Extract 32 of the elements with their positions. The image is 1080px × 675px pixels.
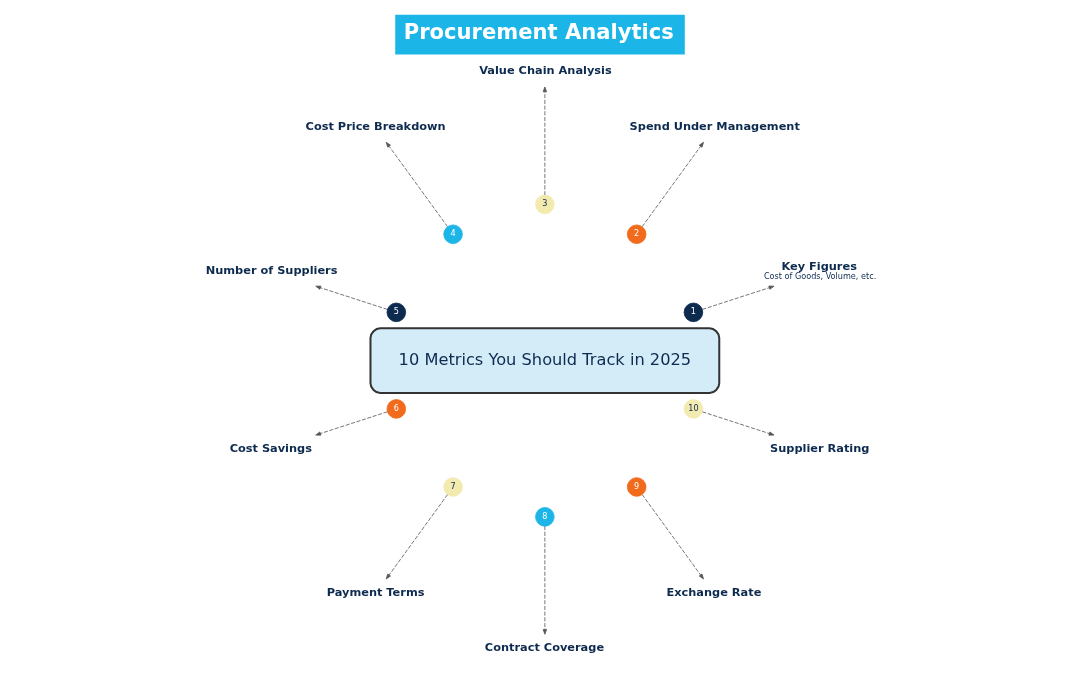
node-circle: 3 [535, 194, 555, 215]
node-circle: 8 [535, 507, 555, 527]
node-circle: 7 [443, 477, 463, 497]
arrow [315, 285, 388, 310]
node-text: Value Chain Analysis [479, 63, 612, 78]
arrow [702, 285, 775, 310]
arrow [385, 141, 448, 227]
node-circle: 6 [386, 399, 407, 419]
arrow [542, 525, 547, 635]
arrow [702, 411, 775, 436]
node-circle: 5 [386, 302, 407, 323]
arrow [315, 411, 388, 436]
arrow [542, 86, 547, 196]
arrow [641, 494, 704, 580]
arrow [641, 141, 704, 227]
node-circle: 4 [443, 224, 463, 244]
diagram-title: Procurement Analytics [403, 19, 674, 45]
node-circle: 1 [683, 302, 704, 323]
node-circle: 10 [683, 399, 704, 419]
node-circle: 9 [626, 477, 647, 497]
node-text: Number of Suppliers [205, 262, 338, 277]
node-text: Spend Under Management [629, 118, 800, 133]
node-text: Payment Terms [326, 585, 425, 600]
node-circle: 2 [626, 224, 647, 244]
node-text: Cost Savings [229, 440, 312, 455]
node-text: Exchange Rate [666, 585, 762, 600]
node-text: Cost Price Breakdown [305, 118, 446, 133]
node-text: Contract Coverage [484, 640, 605, 655]
node-text: Supplier Rating [770, 440, 870, 455]
node-box: 10 Metrics You Should Track in 2025 [369, 327, 721, 395]
arrow [385, 494, 448, 580]
node-text: Key Figures Cost of Goods, Volume, etc. [763, 259, 877, 281]
